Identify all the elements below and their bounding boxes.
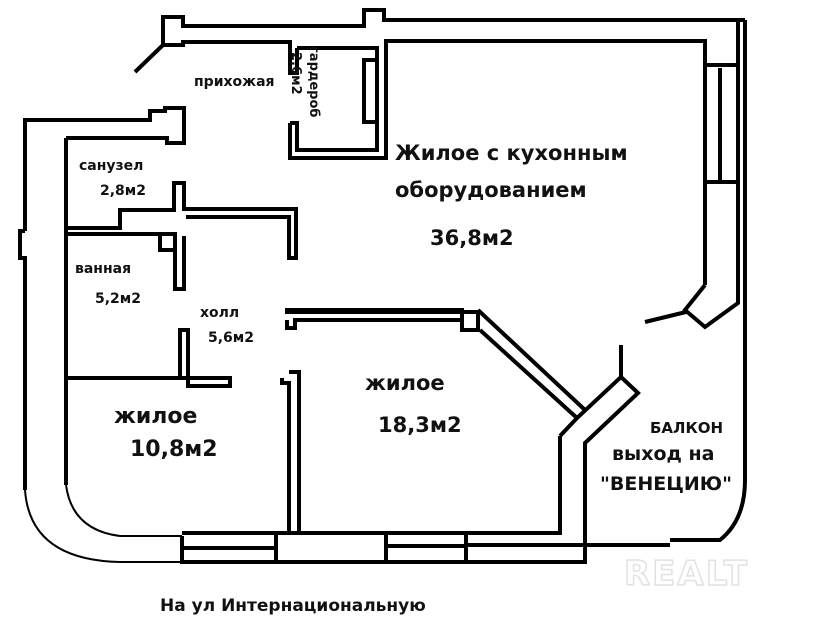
room-area-living-kitchen: 36,8м2 bbox=[430, 226, 514, 250]
room-area-bath: 5,2м2 bbox=[95, 291, 141, 307]
room-area-bedroom-small: 10,8м2 bbox=[130, 437, 218, 462]
balcony-exit-line1: выход на bbox=[612, 443, 714, 465]
room-label-bedroom-small: жилое bbox=[114, 404, 197, 429]
room-area-bedroom-large: 18,3м2 bbox=[378, 413, 462, 437]
street-label: На ул Интернациональную bbox=[160, 596, 426, 616]
room-label-bedroom-large: жилое bbox=[365, 371, 445, 395]
room-area-wardrobe: 2,6м2 bbox=[288, 52, 303, 95]
room-label-hall: холл bbox=[200, 305, 239, 321]
balcony-exit-line2: "ВЕНЕЦИЮ" bbox=[600, 473, 732, 495]
walls bbox=[18, 8, 747, 564]
room-label-wardrobe: гардероб bbox=[306, 46, 321, 118]
room-area-bathroom-wc: 2,8м2 bbox=[100, 183, 146, 199]
room-label-entrance: прихожая bbox=[194, 74, 275, 90]
room-label-living-kitchen-line2: оборудованием bbox=[395, 178, 587, 202]
room-label-bathroom-wc: санузел bbox=[79, 158, 143, 174]
room-label-bath: ванная bbox=[75, 261, 131, 277]
room-area-hall: 5,6м2 bbox=[208, 330, 254, 346]
watermark-logo: REALT bbox=[624, 554, 749, 594]
room-label-living-kitchen-line1: Жилое с кухонным bbox=[395, 141, 628, 165]
balcony-title: БАЛКОН bbox=[650, 419, 723, 437]
